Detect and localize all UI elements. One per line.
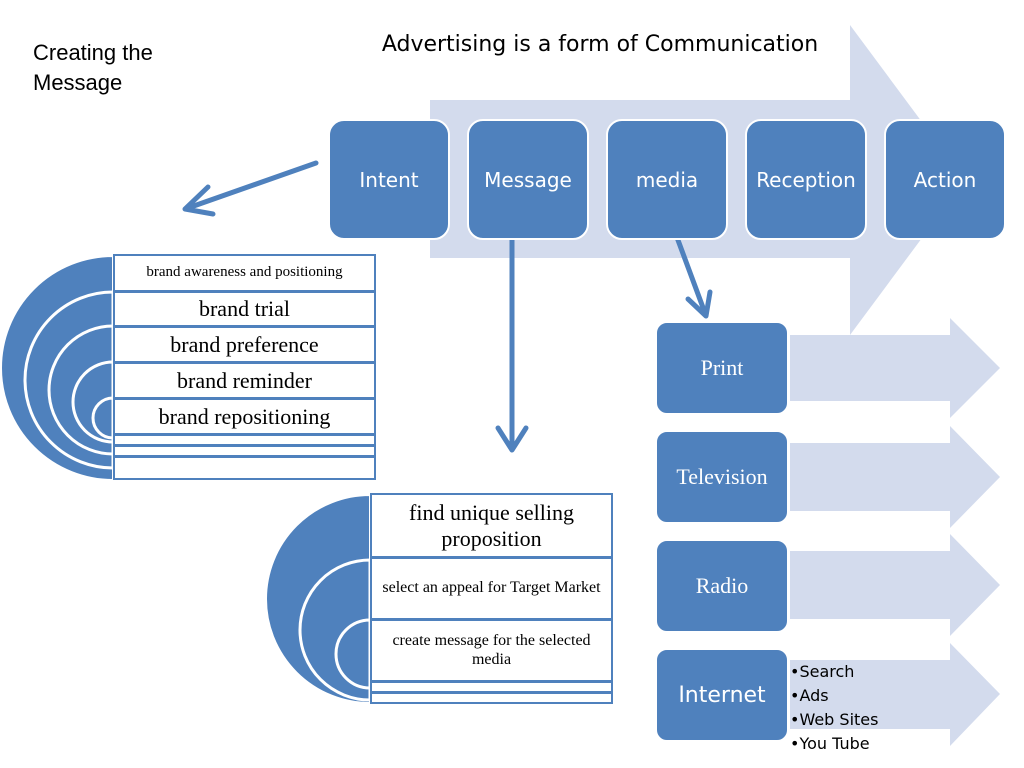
step-intent[interactable]: Intent (328, 119, 450, 240)
intent-item-brand-repositioning: brand repositioning (113, 398, 376, 435)
list-item: •You Tube (790, 734, 870, 753)
intent-item-brand-awareness: brand awareness and positioning (113, 254, 376, 292)
media-print[interactable]: Print (655, 321, 789, 415)
intent-item-brand-reminder: brand reminder (113, 362, 376, 399)
print-chevron-arrow (790, 318, 1000, 418)
step-action[interactable]: Action (884, 119, 1006, 240)
message-item-usp: find unique selling proposition (370, 493, 613, 558)
intent-item-brand-preference: brand preference (113, 326, 376, 363)
intent-stack-rings (0, 254, 115, 482)
slide-title: Advertising is a form of Communication (381, 32, 819, 57)
internet-chevron-arrow (790, 643, 1000, 746)
message-item-appeal: select an appeal for Target Market (370, 557, 613, 620)
slide-subtitle: Creating the Message (33, 40, 153, 95)
step-message[interactable]: Message (467, 119, 589, 240)
radio-chevron-arrow (790, 534, 1000, 636)
list-item: •Ads (790, 686, 829, 705)
media-radio[interactable]: Radio (655, 539, 789, 633)
internet-bullet-list: •Search •Ads •Web Sites •You Tube (790, 660, 950, 756)
intent-connector-arrow (182, 160, 319, 217)
message-item-create-message: create message for the selected media (370, 619, 613, 682)
intent-item-brand-trial: brand trial (113, 291, 376, 327)
television-chevron-arrow (790, 426, 1000, 528)
step-reception[interactable]: Reception (745, 119, 867, 240)
message-stack-rings (265, 493, 372, 705)
intent-stack-filler (113, 456, 376, 480)
message-stack-filler (370, 692, 613, 704)
media-television[interactable]: Television (655, 430, 789, 524)
step-media[interactable]: media (606, 119, 728, 240)
media-connector-arrow (672, 229, 713, 319)
media-internet[interactable]: Internet (655, 648, 789, 742)
list-item: •Search (790, 662, 855, 681)
message-connector-arrow (495, 219, 529, 453)
list-item: •Web Sites (790, 710, 879, 729)
